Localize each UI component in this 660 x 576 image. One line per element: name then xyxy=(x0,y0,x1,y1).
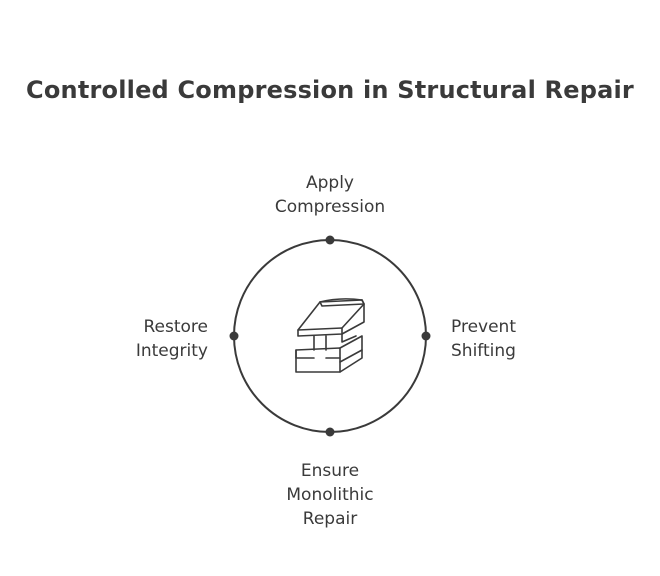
node-label-ensure-monolithic-repair: Ensure Monolithic Repair xyxy=(230,459,430,531)
node-label-line: Repair xyxy=(302,509,358,529)
diagram-title: Controlled Compression in Structural Rep… xyxy=(26,76,634,104)
node-label-restore-integrity: Restore Integrity xyxy=(100,315,208,363)
node-label-line: Integrity xyxy=(135,341,208,361)
node-dot-bottom xyxy=(325,427,335,437)
node-label-line: Ensure xyxy=(300,461,360,481)
node-label-line: Apply xyxy=(306,173,354,193)
node-label-line: Prevent xyxy=(451,317,516,337)
node-dot-right xyxy=(421,331,431,341)
node-label-line: Restore xyxy=(143,317,208,337)
node-label-line: Compression xyxy=(274,197,386,217)
node-dot-top xyxy=(325,235,335,245)
node-label-line: Monolithic xyxy=(286,485,374,505)
node-label-line: Shifting xyxy=(451,341,516,361)
cycle-circle xyxy=(233,239,427,433)
node-label-apply-compression: Apply Compression xyxy=(230,171,430,219)
i-beam-icon xyxy=(295,298,365,373)
node-dot-left xyxy=(229,331,239,341)
node-label-prevent-shifting: Prevent Shifting xyxy=(451,315,516,363)
